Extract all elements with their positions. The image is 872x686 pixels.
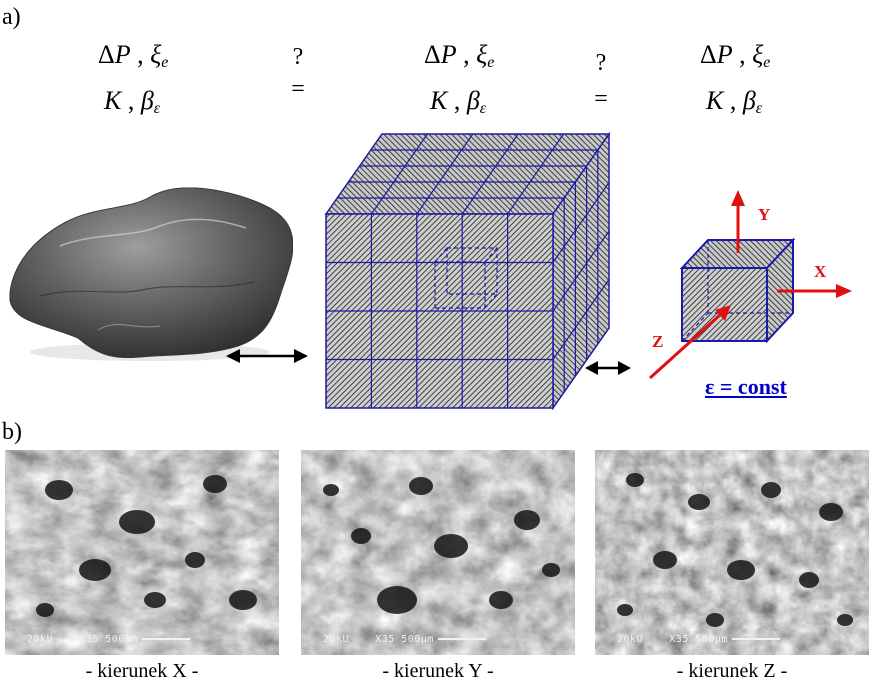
sem-overlay-z: 20kU X35 500μm bbox=[617, 634, 780, 645]
formula-middle-line2: K , βε bbox=[430, 86, 487, 117]
formula-left-line2: K , βε bbox=[104, 86, 161, 117]
axis-x-arrow bbox=[777, 284, 852, 298]
double-arrow-rock-to-cube bbox=[226, 349, 308, 363]
formula-right-line2: K , βε bbox=[706, 86, 763, 117]
inner-element-dashed bbox=[434, 247, 498, 309]
sem-overlay-x: 20kU X35 500μm bbox=[27, 634, 190, 645]
double-arrow-cube-to-element bbox=[585, 361, 631, 375]
axis-z-label: Z bbox=[652, 332, 664, 351]
relation-equals-1: = bbox=[291, 76, 305, 102]
formula-left-line1: ΔP , ξe bbox=[98, 40, 169, 71]
caption-z: - kierunek Z - bbox=[676, 660, 788, 682]
sem-texture-z bbox=[595, 450, 869, 655]
sem-image-y: 20kU X35 500μm bbox=[301, 450, 575, 655]
formula-right-line1: ΔP , ξe bbox=[700, 40, 771, 71]
element-cube bbox=[679, 237, 796, 344]
caption-x: - kierunek X - bbox=[85, 660, 199, 682]
panel-label-b: b) bbox=[2, 419, 22, 445]
relation-question-1: ? bbox=[292, 44, 304, 70]
sem-image-z: 20kU X35 500μm bbox=[595, 450, 869, 655]
relation-question-2: ? bbox=[595, 50, 607, 76]
sem-texture-y bbox=[301, 450, 575, 655]
sem-overlay-y: 20kU X35 500μm bbox=[323, 634, 486, 645]
diagram-panel-a bbox=[9, 131, 852, 411]
epsilon-const-label: ε = const bbox=[705, 374, 787, 399]
lattice-cube bbox=[324, 131, 611, 411]
caption-y: - kierunek Y - bbox=[382, 660, 494, 682]
sem-image-x: 20kU X35 500μm bbox=[5, 450, 279, 655]
axis-x-label: X bbox=[814, 262, 827, 281]
formula-middle-line1: ΔP , ξe bbox=[424, 40, 495, 71]
axis-y-arrow bbox=[731, 190, 745, 253]
sem-texture-x bbox=[5, 450, 279, 655]
axis-z-arrow bbox=[648, 305, 731, 380]
rock-sample-image bbox=[9, 187, 294, 361]
relation-equals-2: = bbox=[594, 86, 608, 112]
panel-label-a: a) bbox=[2, 4, 21, 30]
axis-y-label: Y bbox=[758, 205, 771, 224]
